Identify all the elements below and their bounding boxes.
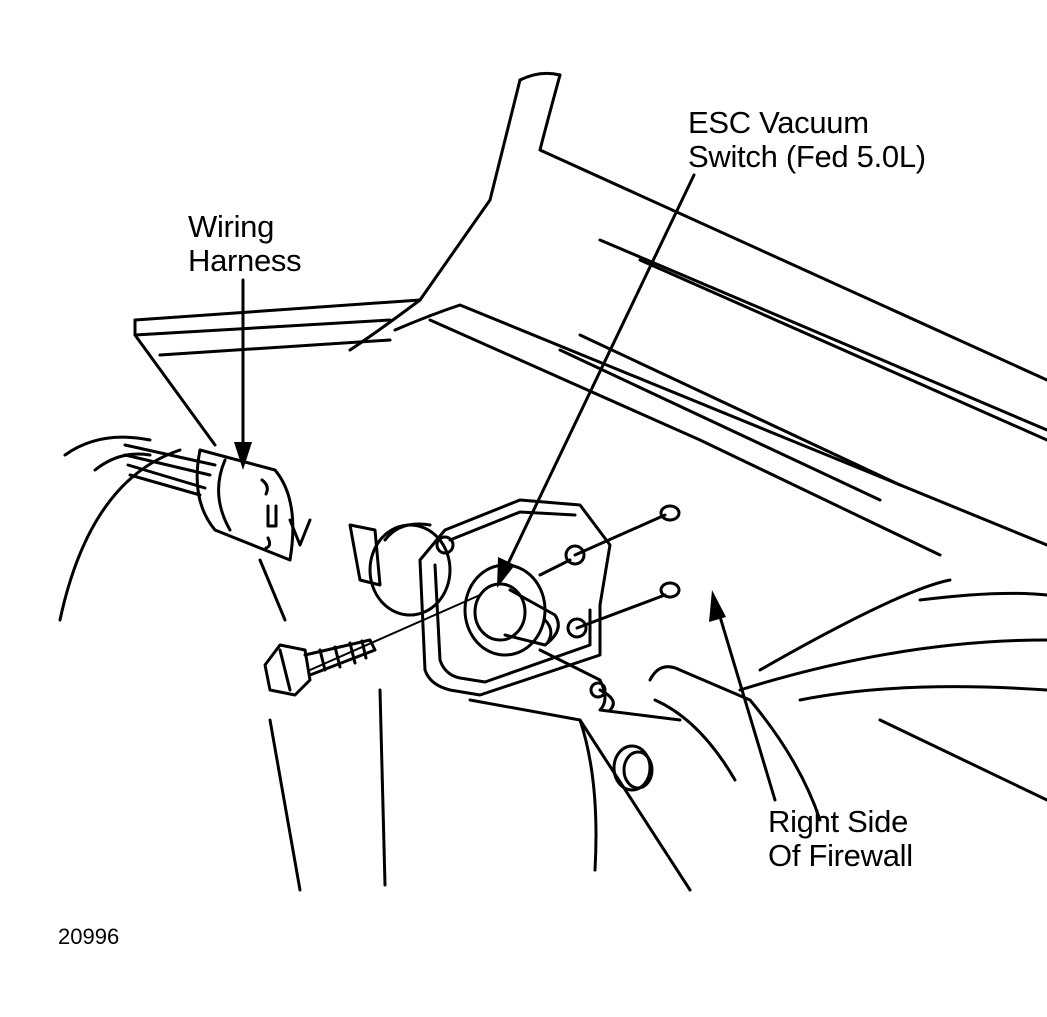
right-side-firewall-label: Right Side Of Firewall	[768, 805, 913, 873]
vacuum-switch-body	[348, 522, 452, 617]
mounting-bracket	[418, 498, 612, 697]
firewall-ledge	[133, 298, 422, 622]
esc-switch-arrowhead	[497, 557, 515, 588]
cowl-panel	[348, 71, 1047, 557]
leader-arrows	[241, 173, 777, 802]
right-side-firewall-label-line-1: Right Side	[768, 804, 909, 839]
wiring-harness-arrowhead	[234, 442, 252, 470]
esc-vacuum-switch-label-line-1: ESC Vacuum	[688, 105, 869, 140]
esc-vacuum-switch-label: ESC Vacuum Switch (Fed 5.0L)	[688, 106, 926, 174]
right-side-firewall-label-line-2: Of Firewall	[768, 838, 913, 873]
arrow-heads	[234, 442, 726, 622]
figure-code: 20996	[58, 924, 120, 949]
wiring-harness-label-line-1: Wiring	[188, 209, 275, 244]
firewall-leader	[716, 608, 777, 802]
left-shroud	[58, 435, 182, 622]
wiring-harness-label-line-2: Harness	[188, 243, 302, 278]
bolt-alignment-line	[309, 594, 481, 671]
firewall-lower	[268, 578, 1047, 892]
mounting-screws	[538, 504, 681, 630]
wiring-harness-label: Wiring Harness	[188, 209, 302, 278]
wiring-harness-shape	[123, 443, 312, 562]
firewall-arrowhead	[709, 590, 726, 622]
esc-switch-leader	[503, 173, 696, 572]
esc-vacuum-switch-label-line-2: Switch (Fed 5.0L)	[688, 139, 926, 174]
